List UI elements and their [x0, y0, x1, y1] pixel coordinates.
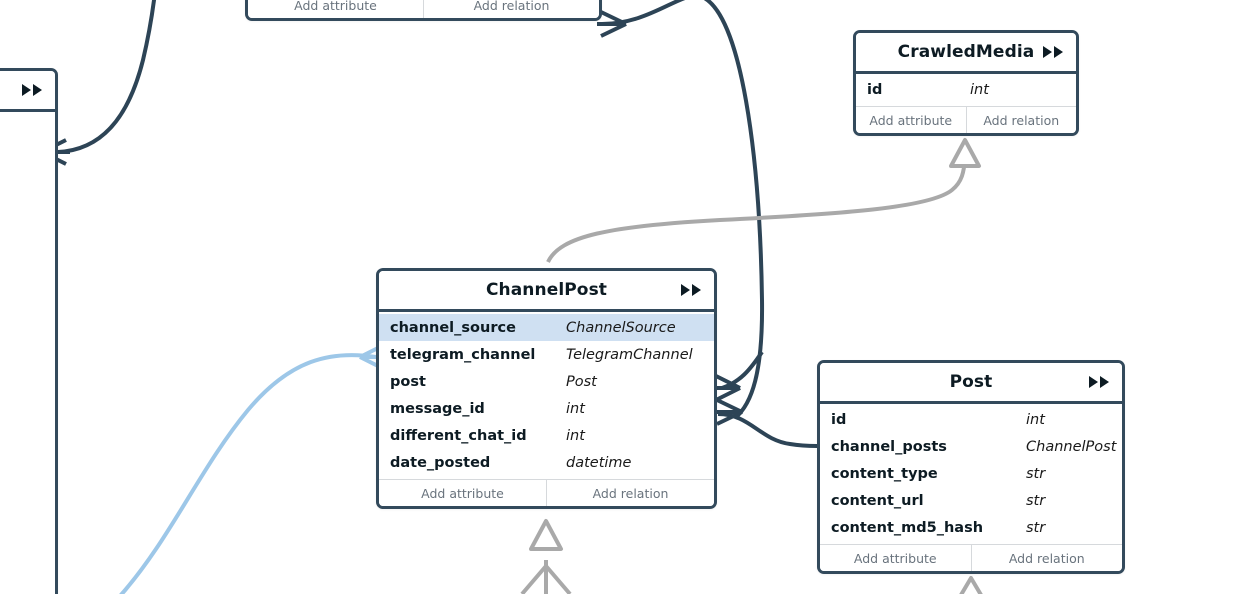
attribute-type: int [970, 81, 989, 98]
add-relation-button[interactable]: Add relation [965, 107, 1076, 133]
attribute-name: content_type [831, 465, 938, 482]
attribute-row[interactable]: content_type str [820, 460, 1122, 487]
attribute-type: ChannelPost [1026, 438, 1117, 455]
attribute-row[interactable]: date_posted datetime [379, 449, 714, 476]
attribute-row[interactable]: channel_posts ChannelPost [820, 433, 1122, 460]
edge-crowfoot-channelpost-b [713, 398, 743, 426]
attribute-row[interactable]: id int [820, 406, 1122, 433]
attribute-type: datetime [566, 454, 632, 471]
arrowhead-crawledmedia [949, 138, 981, 168]
attribute-type: int [566, 427, 585, 444]
expand-double-chevron-icon[interactable] [1042, 45, 1066, 59]
add-attribute-button[interactable]: Add attribute [820, 545, 971, 571]
expand-double-chevron-icon[interactable] [680, 283, 704, 297]
entity-node-workermapping[interactable]: allow_safe str worker_mappings WorkerMap… [245, 0, 602, 21]
entity-node-channelpost[interactable]: ChannelPost channel_source ChannelSource… [376, 268, 717, 509]
entity-header[interactable] [0, 71, 55, 112]
attribute-list: id int [856, 74, 1076, 106]
add-attribute-button[interactable]: Add attribute [248, 0, 423, 18]
edge-highlight-telegram-channel [119, 353, 377, 594]
attribute-name: post [390, 373, 426, 390]
entity-footer: Add attribute Add relation [248, 0, 599, 18]
attribute-type: int [1026, 411, 1045, 428]
arrowhead-channelpost-bottom [529, 519, 563, 551]
attribute-row[interactable]: id int [856, 76, 1076, 103]
attribute-type: TelegramChannel [566, 346, 693, 363]
add-attribute-button[interactable]: Add attribute [379, 480, 546, 506]
attribute-list: id int channel_posts ChannelPost content… [820, 404, 1122, 544]
attribute-name: date_posted [390, 454, 491, 471]
attribute-type: ChannelSource [566, 319, 676, 336]
attribute-row[interactable]: different_chat_id int [379, 422, 714, 449]
attribute-list: nnel [0, 112, 55, 186]
attribute-name: different_chat_id [390, 427, 527, 444]
attribute-name: channel_posts [831, 438, 947, 455]
arrowhead-post-bottom [959, 576, 983, 594]
entity-header[interactable]: CrawledMedia [856, 33, 1076, 74]
add-relation-button[interactable]: Add relation [423, 0, 599, 18]
entity-title: CrawledMedia [897, 42, 1035, 62]
edge-crowfoot-channelpost-bottom [520, 564, 572, 594]
entity-node-crawledmedia[interactable]: CrawledMedia id int Add attribute Add re… [853, 30, 1079, 136]
entity-header[interactable]: Post [820, 363, 1122, 404]
attribute-row[interactable]: content_md5_hash str [820, 514, 1122, 541]
attribute-type: int [566, 400, 585, 417]
expand-double-chevron-icon[interactable] [1088, 375, 1112, 389]
attribute-row[interactable]: post Post [379, 368, 714, 395]
attribute-name: channel_source [390, 319, 516, 336]
attribute-row[interactable]: channel_source ChannelSource [379, 314, 714, 341]
edge-channelpost-right-1 [721, 350, 764, 390]
entity-node-post[interactable]: Post id int channel_posts ChannelPost co… [817, 360, 1125, 574]
entity-footer: Add attribute Add relation [820, 544, 1122, 571]
edge-channelpost-to-crawledmedia [546, 157, 967, 263]
edge-channelpost-to-post [717, 412, 818, 448]
entity-node-telegramchannel[interactable]: nnel [0, 68, 58, 594]
attribute-type: str [1026, 492, 1046, 509]
attribute-name: id [867, 81, 883, 98]
attribute-row[interactable]: nnel [0, 156, 55, 183]
attribute-type: str [1026, 465, 1046, 482]
attribute-name: content_md5_hash [831, 519, 984, 536]
attribute-row[interactable]: telegram_channel TelegramChannel [379, 341, 714, 368]
edge-telegramchannel-up [57, 0, 157, 154]
entity-title: Post [949, 372, 993, 392]
attribute-type: Post [566, 373, 597, 390]
attribute-row[interactable]: content_url str [820, 487, 1122, 514]
entity-header[interactable]: ChannelPost [379, 271, 714, 312]
add-relation-button[interactable]: Add relation [970, 545, 1122, 571]
expand-double-chevron-icon[interactable] [21, 83, 45, 97]
attribute-list: channel_source ChannelSource telegram_ch… [379, 312, 714, 479]
add-relation-button[interactable]: Add relation [546, 480, 714, 506]
entity-title: ChannelPost [485, 280, 608, 300]
attribute-row[interactable]: message_id int [379, 395, 714, 422]
entity-footer: Add attribute Add relation [856, 106, 1076, 133]
attribute-name: content_url [831, 492, 924, 509]
add-attribute-button[interactable]: Add attribute [856, 107, 966, 133]
attribute-name: telegram_channel [390, 346, 536, 363]
entity-footer: Add attribute Add relation [379, 479, 714, 506]
attribute-name: id [831, 411, 847, 428]
attribute-name: message_id [390, 400, 485, 417]
attribute-type: str [1026, 519, 1046, 536]
